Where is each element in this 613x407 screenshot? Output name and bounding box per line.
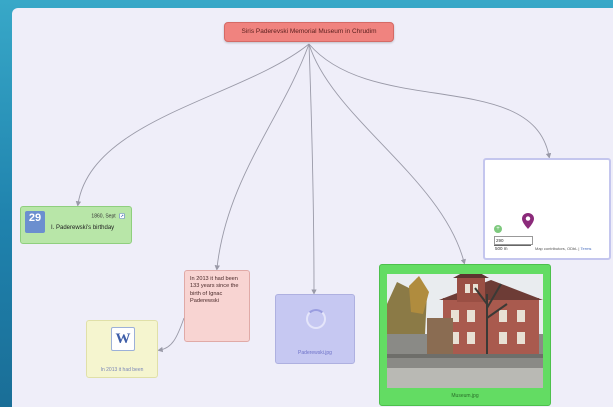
map-scale-bar: 500 m: [494, 245, 531, 252]
note-2013-node[interactable]: In 2013 it had been 133 years since the …: [184, 270, 250, 342]
museum-photo-caption: Museum.jpg: [451, 393, 479, 399]
birthday-date: 1860, Sept: [51, 213, 125, 219]
zoom-in-icon[interactable]: +: [494, 225, 502, 233]
calendar-day: 29: [28, 212, 42, 224]
museum-photo: [387, 274, 543, 388]
map-pin-icon[interactable]: [521, 212, 535, 230]
wikipedia-node[interactable]: W In 2013 it had been: [86, 320, 158, 378]
root-node[interactable]: Siris Paderevski Memorial Museum in Chru…: [224, 22, 394, 42]
image-loading-node[interactable]: Paderewski.jpg: [275, 294, 355, 364]
link-wiki: [157, 317, 185, 353]
connector-lines: [75, 43, 552, 353]
museum-photo-node[interactable]: Museum.jpg: [379, 264, 551, 406]
map-attribution: Map contributors, ODbL | Terms: [535, 246, 606, 251]
link-birthday: [75, 43, 310, 207]
root-title: Siris Paderevski Memorial Museum in Chru…: [241, 28, 377, 35]
birthday-node[interactable]: 29 1860, Sept I. Paderewski's birthday: [20, 206, 132, 244]
note-2013-text: In 2013 it had been 133 years since the …: [190, 276, 239, 305]
map-attribution-text: Map contributors, ODbL |: [535, 246, 581, 251]
calendar-icon: 29: [25, 211, 45, 233]
map-terms-link[interactable]: Terms: [580, 246, 592, 251]
link-note-2013: [214, 43, 310, 271]
image-loading-caption: Paderewski.jpg: [298, 350, 332, 356]
map-node[interactable]: + 290 500 m Map contributors, ODbL | Ter…: [483, 158, 611, 260]
link-loading: [308, 43, 317, 295]
map-scale-field[interactable]: 290: [494, 236, 533, 245]
link-photo: [308, 43, 466, 265]
mindmap-canvas[interactable]: Siris Paderevski Memorial Museum in Chru…: [12, 8, 613, 407]
wikipedia-icon: W: [111, 327, 135, 351]
link-icon[interactable]: [119, 213, 125, 219]
wikipedia-caption: In 2013 it had been: [100, 367, 144, 373]
loading-spinner-icon: [306, 309, 326, 329]
birthday-text: I. Paderewski's birthday: [51, 225, 115, 231]
link-map: [308, 43, 552, 159]
birthday-meta: 1860, Sept: [91, 213, 116, 220]
